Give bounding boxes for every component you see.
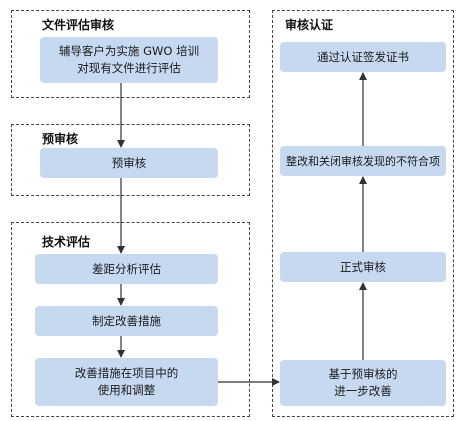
section-audit-cert-title: 审核认证 <box>285 18 334 32</box>
section-audit-cert <box>272 10 454 417</box>
node-gap-analysis: 差距分析评估 <box>35 254 218 284</box>
node-formal-audit-label: 正式审核 <box>340 259 386 274</box>
node-assist-client-line2: 对现有文件进行评估 <box>77 61 181 75</box>
node-further-improve-line2: 进一步改善 <box>334 384 392 398</box>
node-apply-adjust-line1: 改善措施在项目中的 <box>74 366 179 380</box>
node-pre-audit: 预审核 <box>40 148 218 178</box>
node-further-improve-line1: 基于预审核的 <box>328 367 398 381</box>
section-doc-review-title: 文件评估审核 <box>42 18 115 32</box>
node-certificate-label: 通过认证签发证书 <box>317 49 409 64</box>
section-doc-review <box>11 10 250 98</box>
node-rectify-close: 整改和关闭审核发现的不符合项 <box>280 146 446 176</box>
section-tech-eval <box>11 222 250 417</box>
node-certificate: 通过认证签发证书 <box>280 42 446 72</box>
section-pre-review <box>11 124 250 196</box>
node-gap-analysis-label: 差距分析评估 <box>92 261 161 276</box>
node-improvement-measures-label: 制定改善措施 <box>92 313 161 328</box>
node-apply-adjust: 改善措施在项目中的 使用和调整 <box>35 358 218 406</box>
section-tech-eval-title: 技术评估 <box>42 235 91 249</box>
node-assist-client-line1: 辅导客户为实施 GWO 培训 <box>58 44 200 58</box>
node-apply-adjust-line2: 使用和调整 <box>97 383 156 397</box>
node-further-improve: 基于预审核的 进一步改善 <box>280 360 446 406</box>
node-pre-audit-label: 预审核 <box>111 155 147 170</box>
node-formal-audit: 正式审核 <box>280 252 446 282</box>
node-improvement-measures: 制定改善措施 <box>35 306 218 336</box>
node-assist-client: 辅导客户为实施 GWO 培训 对现有文件进行评估 <box>40 37 218 83</box>
section-pre-review-title: 预审核 <box>42 132 79 146</box>
node-rectify-close-label: 整改和关闭审核发现的不符合项 <box>286 154 440 168</box>
